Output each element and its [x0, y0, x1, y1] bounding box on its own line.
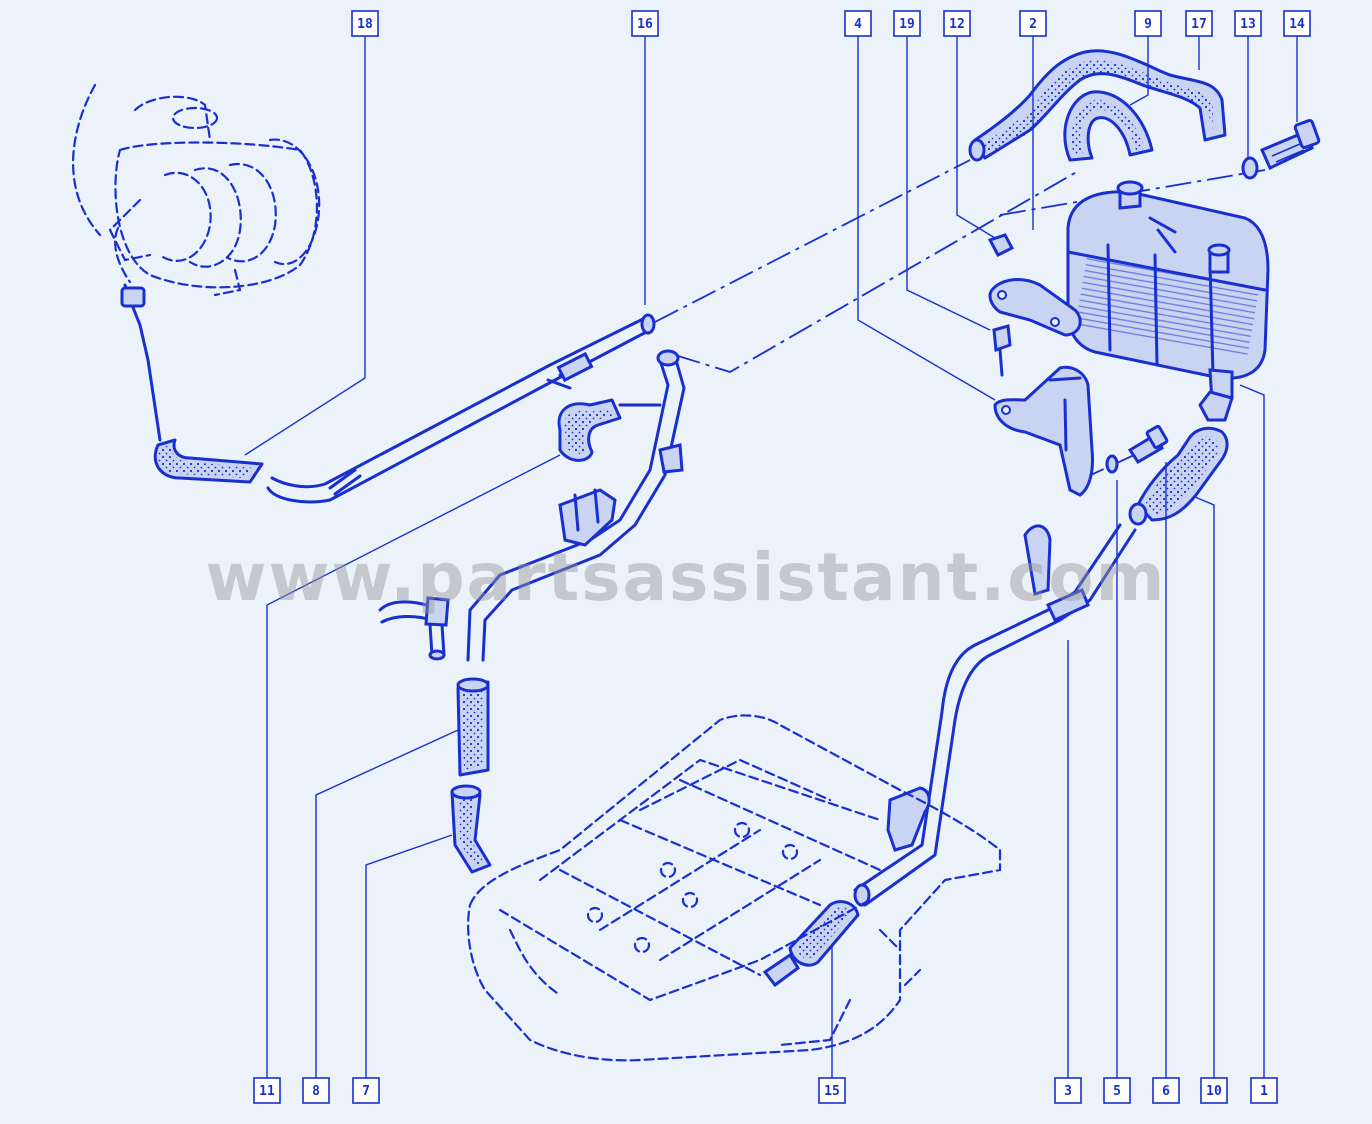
- pipe-16: [266, 313, 656, 504]
- hose-8: [456, 677, 490, 777]
- callout-10[interactable]: 10: [1200, 1077, 1228, 1104]
- bracket-4: [993, 365, 1094, 497]
- callout-12[interactable]: 12: [943, 10, 971, 37]
- callout-label: 17: [1191, 17, 1207, 32]
- callout-label: 13: [1240, 17, 1256, 32]
- callout-5[interactable]: 5: [1103, 1077, 1131, 1104]
- callout-label: 14: [1289, 17, 1305, 32]
- callout-7[interactable]: 7: [352, 1077, 380, 1104]
- hose-18: [153, 438, 264, 484]
- callout-label: 16: [637, 17, 653, 32]
- stud-19: [992, 324, 1012, 377]
- callout-label: 11: [259, 1084, 275, 1099]
- callout-14[interactable]: 14: [1283, 10, 1311, 37]
- oil-sump-outline: [467, 714, 1002, 1062]
- callout-9[interactable]: 9: [1134, 10, 1162, 37]
- callout-label: 19: [899, 17, 915, 32]
- callout-label: 7: [362, 1084, 370, 1099]
- washer-5: [1105, 454, 1119, 474]
- callout-label: 2: [1029, 17, 1037, 32]
- hose-7: [450, 784, 492, 874]
- hose-10: [1128, 426, 1229, 526]
- callout-label: 1: [1260, 1084, 1268, 1099]
- callout-label: 15: [824, 1084, 840, 1099]
- callout-19[interactable]: 19: [893, 10, 921, 37]
- callout-label: 3: [1064, 1084, 1072, 1099]
- tank-outlet-hose: [1198, 390, 1234, 422]
- callout-17[interactable]: 17: [1185, 10, 1213, 37]
- callout-8[interactable]: 8: [302, 1077, 330, 1104]
- callout-label: 6: [1162, 1084, 1170, 1099]
- callout-label: 9: [1144, 17, 1152, 32]
- watermark-text: www.partsassistant.com: [206, 539, 1167, 616]
- callout-label: 18: [357, 17, 373, 32]
- hose-17: [968, 49, 1227, 162]
- callout-label: 4: [854, 17, 862, 32]
- bleed-pipe: [378, 596, 450, 661]
- pipe-11: [466, 349, 686, 662]
- expansion-tank-1: [1066, 180, 1270, 404]
- pipe-3: [853, 523, 1137, 907]
- callout-4[interactable]: 4: [844, 10, 872, 37]
- callout-label: 12: [949, 17, 965, 32]
- callout-label: 8: [312, 1084, 320, 1099]
- water-pump-outline: [72, 83, 321, 297]
- callout-18[interactable]: 18: [351, 10, 379, 37]
- callout-15[interactable]: 15: [818, 1077, 846, 1104]
- callout-label: 5: [1113, 1084, 1121, 1099]
- bolt-14: [1260, 118, 1321, 171]
- callout-3[interactable]: 3: [1054, 1077, 1082, 1104]
- callout-label: 10: [1206, 1084, 1222, 1099]
- callout-1[interactable]: 1: [1250, 1077, 1278, 1104]
- callout-13[interactable]: 13: [1234, 10, 1262, 37]
- callout-2[interactable]: 2: [1019, 10, 1047, 37]
- hose-11-elbow: [557, 398, 622, 462]
- temperature-sensor: [120, 283, 162, 442]
- nut-12: [987, 233, 1015, 257]
- callout-16[interactable]: 16: [631, 10, 659, 37]
- callout-6[interactable]: 6: [1152, 1077, 1180, 1104]
- hose-9: [1063, 90, 1154, 162]
- bracket-2: [988, 278, 1082, 337]
- washer-13: [1241, 156, 1259, 180]
- bolt-6: [1127, 424, 1169, 465]
- callout-11[interactable]: 11: [253, 1077, 281, 1104]
- leader-lines: [244, 36, 1298, 1078]
